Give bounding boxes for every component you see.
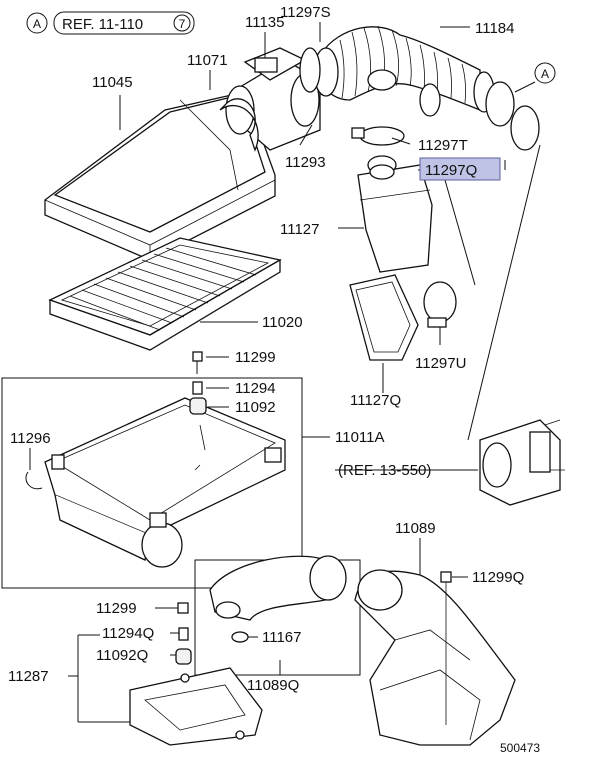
bracket-11287 (129, 667, 263, 746)
label-11297Q[interactable]: 11297Q (425, 162, 477, 179)
label-11135: 11135 (245, 14, 285, 31)
label-11297S: 11297S (280, 4, 331, 21)
collar-11294 (192, 381, 203, 395)
label-11184: 11184 (475, 20, 515, 37)
label-11089: 11089 (395, 520, 436, 537)
label-11297T: 11297T (418, 137, 468, 154)
label-11287: 11287 (8, 668, 49, 685)
bolt-11299Q (440, 571, 452, 725)
air-filter-element (48, 237, 282, 351)
ref-11-110-text: REF. 11-110 (62, 16, 143, 33)
clip-11296 (25, 471, 43, 490)
label-11294Q: 11294Q (102, 625, 154, 642)
collar-11294Q (178, 627, 189, 641)
label-11092Q: 11092Q (96, 647, 148, 664)
air-cleaner-cover (44, 91, 276, 261)
label-11299Q: 11299Q (472, 569, 524, 586)
label-11045: 11045 (92, 74, 133, 91)
top-reference: A REF. 11-110 7 (26, 11, 195, 35)
grommet-11092 (189, 397, 207, 415)
clamp-11297U (423, 281, 457, 328)
label-11011A: 11011A (335, 429, 385, 446)
throttle-body-ref (479, 419, 565, 506)
label-11293: 11293 (285, 154, 326, 171)
intake-hose (299, 25, 540, 151)
clip-11167 (231, 631, 249, 643)
label-11294: 11294 (235, 380, 276, 397)
label-11299-top: 11299 (235, 349, 276, 366)
label-11127: 11127 (280, 221, 320, 238)
air-duct-11089Q (209, 555, 347, 621)
label-11167: 11167 (262, 629, 302, 646)
label-11127Q: 11127Q (350, 392, 401, 409)
leader-lines (29, 22, 541, 723)
label-11092: 11092 (235, 399, 276, 416)
resonator (357, 155, 433, 273)
label-11071: 11071 (187, 52, 228, 69)
label-11297U: 11297U (415, 355, 466, 372)
bolt-11299-top (192, 351, 203, 374)
ref-circle-a-right: A (514, 62, 556, 93)
label-ref-13-550: (REF. 13-550) (338, 462, 431, 479)
resonator-duct (349, 274, 419, 361)
bolt-11299-lower (177, 602, 189, 614)
label-11089Q: 11089Q (247, 677, 299, 694)
ref-circle-a: A (33, 17, 41, 31)
clamp-11297T (351, 126, 405, 146)
label-11299-lower: 11299 (96, 600, 137, 617)
ref-num-circle: 7 (179, 17, 186, 31)
air-cleaner-case (44, 397, 286, 568)
diagram-code: 500473 (500, 741, 540, 755)
air-duct-11089 (354, 569, 516, 746)
svg-text:A: A (541, 67, 549, 81)
label-11296: 11296 (10, 430, 51, 447)
highlight-11297Q (419, 157, 501, 181)
label-11020: 11020 (262, 314, 303, 331)
grommet-11092Q (175, 648, 192, 665)
lower-case-group-box (1, 377, 303, 589)
